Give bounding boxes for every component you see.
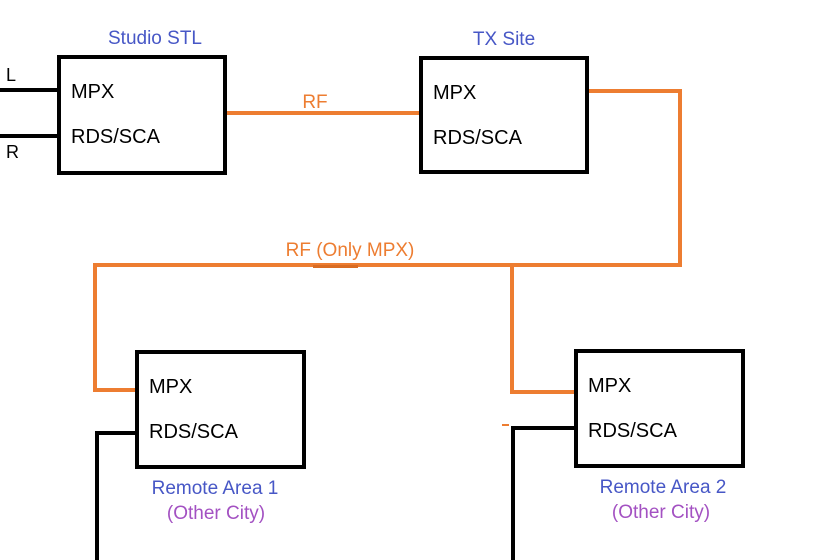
rf-mpx-trunk-line bbox=[93, 263, 682, 267]
remote2-branch-line-vertical bbox=[510, 263, 514, 394]
remote2-rds-output-line-horizontal bbox=[511, 426, 578, 430]
tx-rds-sca-port-label: RDS/SCA bbox=[433, 127, 522, 149]
remote2-rds-sca-port-label: RDS/SCA bbox=[588, 420, 677, 442]
remote1-rds-output-line-horizontal bbox=[95, 431, 139, 435]
remote-area-1-subtitle: (Other City) bbox=[166, 503, 266, 524]
rf-link-label: RF bbox=[302, 92, 328, 113]
studio-mpx-port-label: MPX bbox=[71, 81, 115, 103]
remote1-branch-line-horizontal bbox=[93, 388, 139, 392]
remote1-mpx-port-label: MPX bbox=[149, 376, 193, 398]
studio-stl-title: Studio STL bbox=[108, 28, 202, 49]
remote1-rds-output-line-vertical bbox=[95, 431, 99, 560]
remote2-rds-output-line-vertical bbox=[511, 426, 515, 560]
remote1-rds-sca-port-label: RDS/SCA bbox=[149, 421, 238, 443]
remote-area-1-title: Remote Area 1 bbox=[151, 478, 279, 499]
studio-rds-sca-port-label: RDS/SCA bbox=[71, 126, 160, 148]
tx-site-title: TX Site bbox=[472, 29, 536, 50]
right-input-label: R bbox=[6, 142, 19, 162]
right-audio-input-line bbox=[0, 134, 61, 138]
tx-output-line-vertical bbox=[678, 89, 682, 267]
rf-only-mpx-label: RF (Only MPX) bbox=[285, 240, 415, 261]
remote-area-1-node: MPX RDS/SCA bbox=[135, 350, 306, 469]
remote2-mpx-port-label: MPX bbox=[588, 375, 632, 397]
remote-area-2-node: MPX RDS/SCA bbox=[574, 349, 745, 468]
left-input-label: L bbox=[6, 65, 17, 85]
tx-site-node: MPX RDS/SCA bbox=[419, 56, 589, 174]
remote1-branch-line-vertical bbox=[93, 263, 97, 392]
remote-area-2-subtitle: (Other City) bbox=[611, 502, 711, 523]
tx-output-line-horizontal bbox=[588, 89, 682, 93]
remote2-branch-line-horizontal bbox=[510, 390, 578, 394]
studio-stl-node: MPX RDS/SCA bbox=[57, 55, 227, 175]
orange-dash-artifact bbox=[502, 424, 509, 426]
left-audio-input-line bbox=[0, 88, 61, 92]
trunk-line-overlap-segment bbox=[313, 265, 358, 268]
rf-link-line bbox=[227, 111, 419, 115]
remote-area-2-title: Remote Area 2 bbox=[599, 477, 727, 498]
tx-mpx-port-label: MPX bbox=[433, 82, 477, 104]
